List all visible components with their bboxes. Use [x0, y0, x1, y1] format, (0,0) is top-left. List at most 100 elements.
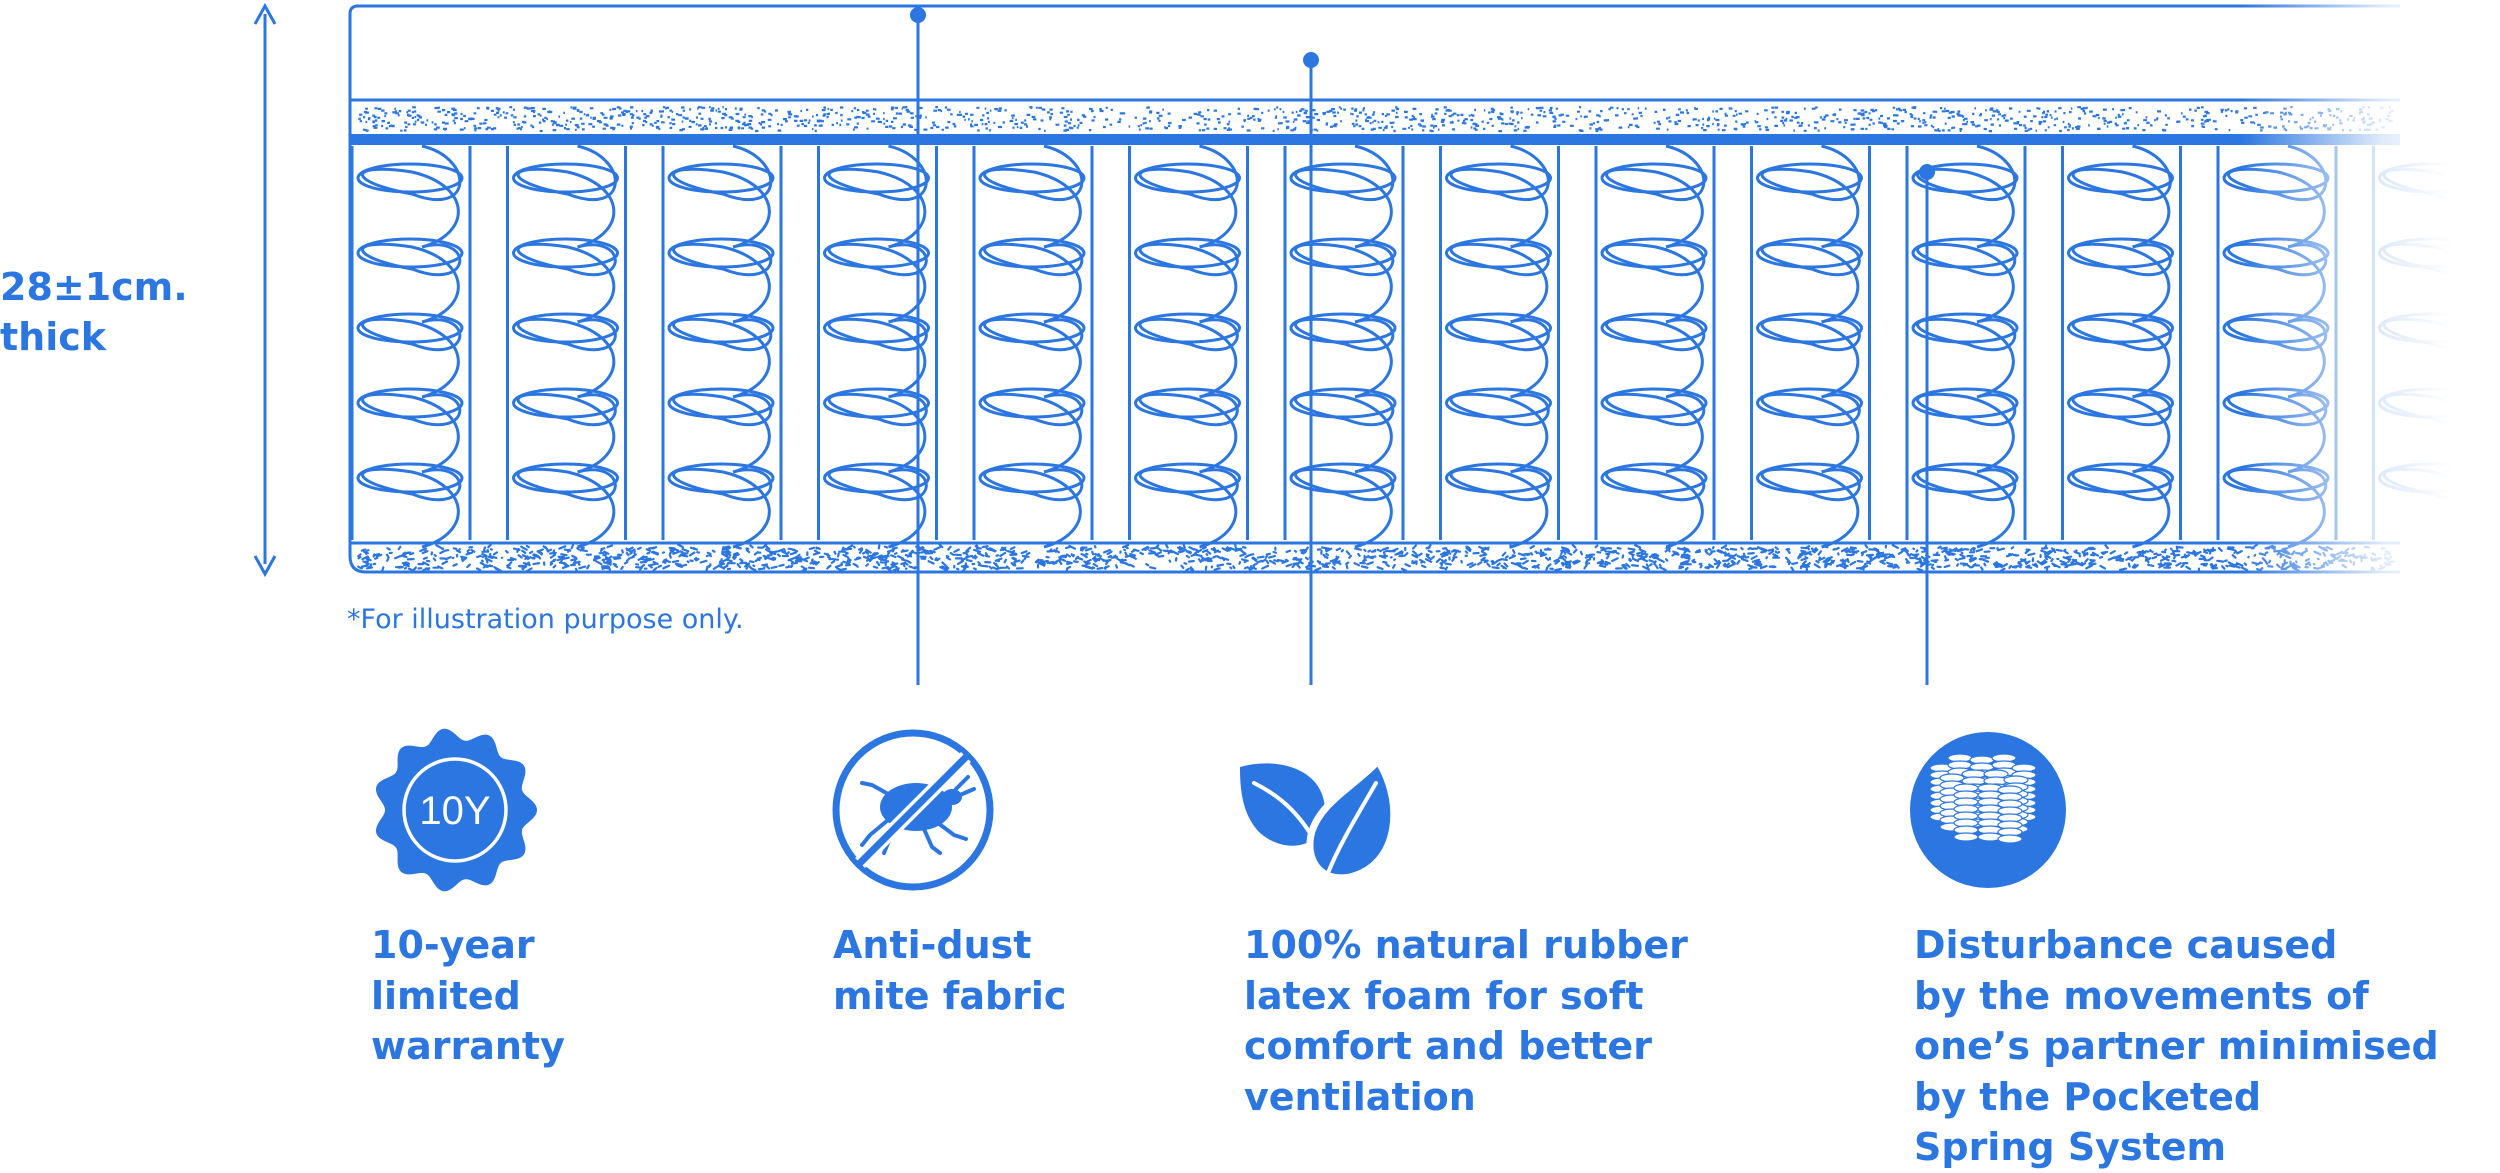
spring-column [2372, 144, 2493, 549]
spring-ring [1134, 237, 1241, 269]
feature-latex: 100% natural rubber latex foam for soft … [1244, 920, 1688, 1122]
spring-ring [1756, 462, 1863, 494]
spring-ring [823, 237, 930, 269]
spring-ring [1600, 387, 1708, 419]
feature-springs-line: by the movements of [1914, 973, 2369, 1018]
spring-column [1439, 144, 1560, 549]
callout-dot [1919, 164, 1935, 180]
spring-ring [667, 162, 775, 194]
spring-ring [512, 387, 619, 419]
foam-dots [358, 106, 2394, 133]
spring-ring [1134, 162, 1241, 194]
spring-coil [1916, 144, 2017, 549]
mini-spring [1997, 785, 2023, 844]
callout-dot [1303, 52, 1319, 68]
spring-ring [1756, 387, 1863, 419]
spring-coil [1605, 144, 1706, 549]
spring-ring [2222, 312, 2330, 344]
spring-ring [2067, 162, 2174, 194]
spring-coil [516, 144, 617, 549]
base-texture [357, 543, 2395, 573]
mattress-outline-path [348, 4, 2400, 574]
spring-ring [978, 237, 1086, 269]
spring-column [2216, 144, 2338, 549]
spring-coil [361, 144, 462, 549]
spring-ring [823, 312, 930, 344]
spring-ring [2378, 312, 2485, 344]
feature-warranty: 10-year limited warranty [371, 920, 565, 1072]
mini-spring [1953, 783, 1979, 842]
spring-ring [1289, 387, 1397, 419]
mini-spring [1977, 783, 2003, 842]
spring-ring [1134, 312, 1241, 344]
spring-column [972, 144, 1094, 549]
feature-warranty-line: warranty [371, 1024, 565, 1068]
feature-springs-line: by the Pocketed [1914, 1074, 2262, 1119]
spring-ring [823, 387, 930, 419]
spring-ring [1911, 387, 2019, 419]
feature-anti-dust: Anti-dust mite fabric [833, 920, 1066, 1021]
feature-warranty-line: limited [371, 973, 521, 1018]
spring-ring [1289, 237, 1397, 269]
spring-ring [1445, 162, 1552, 194]
foam-layer-dots [358, 106, 2394, 133]
spring-ring [2067, 312, 2174, 344]
spring-columns [350, 144, 2493, 549]
thickness-unit-text: thick [0, 315, 107, 359]
thickness-value: 28±1cm. [0, 265, 188, 309]
spring-coil [1760, 144, 1861, 549]
feature-latex-line: comfort and better [1244, 1024, 1652, 1068]
spring-ring [823, 462, 930, 494]
feature-latex-line: 100% natural rubber [1244, 923, 1688, 967]
feature-anti-dust-line: Anti-dust [833, 923, 1032, 967]
spring-ring [2222, 162, 2330, 194]
thickness-label: 28±1cm. thick [0, 262, 188, 362]
spring-ring [978, 387, 1086, 419]
spring-ring [1445, 237, 1552, 269]
spring-column [350, 144, 472, 549]
spring-ring [1911, 312, 2019, 344]
spring-ring [2067, 462, 2174, 494]
spring-coil [1138, 144, 1239, 549]
spring-column [1283, 144, 1405, 549]
spring-column [1594, 144, 1716, 549]
feature-anti-dust-line: mite fabric [833, 973, 1067, 1018]
spring-ring [2378, 162, 2485, 194]
spring-ring [1134, 387, 1241, 419]
spring-ring [512, 462, 619, 494]
feature-springs-line: Spring System [1914, 1125, 2227, 1169]
spring-column [817, 144, 938, 549]
feature-springs: Disturbance caused by the movements of o… [1914, 920, 2439, 1173]
spring-ring [2378, 237, 2485, 269]
spring-coil [672, 144, 773, 549]
spring-ring [1756, 162, 1863, 194]
spring-column [2061, 144, 2182, 549]
thickness-arrow-bottom [253, 555, 277, 578]
spring-ring [356, 312, 464, 344]
callout-dot [910, 7, 926, 23]
callout-lines [910, 7, 1935, 685]
spring-ring [978, 462, 1086, 494]
mattress-outline [253, 2, 2400, 578]
mini-spring-ring [1997, 834, 2023, 844]
spring-ring [667, 462, 775, 494]
spring-ring [823, 162, 930, 194]
base-layer-texture [357, 543, 2395, 573]
feature-latex-line: latex foam for soft [1244, 973, 1644, 1018]
spring-ring [1445, 387, 1552, 419]
spring-ring [978, 162, 1086, 194]
spring-column [506, 144, 627, 549]
spring-column [1905, 144, 2027, 549]
spring-coil [983, 144, 1084, 549]
warranty-badge-icon: 10Y [375, 728, 537, 892]
spring-ring [667, 312, 775, 344]
spring-ring [978, 312, 1086, 344]
spring-ring [1600, 237, 1708, 269]
spring-ring [2067, 387, 2174, 419]
mini-spring [1939, 773, 1965, 832]
spring-column [661, 144, 783, 549]
spring-ring [1445, 312, 1552, 344]
spring-ring [1600, 462, 1708, 494]
spring-column [1128, 144, 1249, 549]
spring-ring [356, 237, 464, 269]
